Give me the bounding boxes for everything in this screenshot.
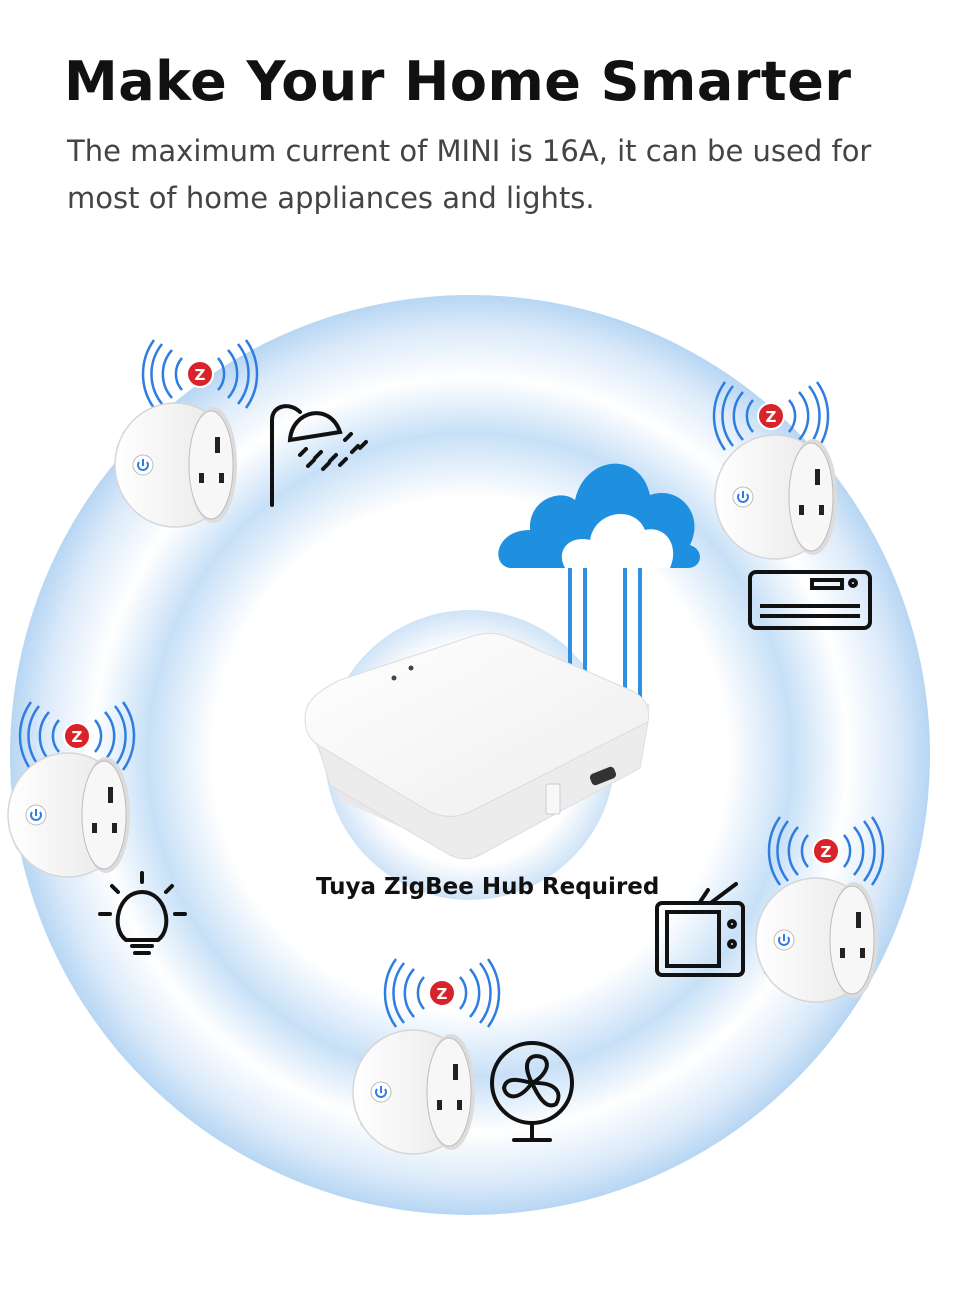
- subtitle-line-1: The maximum current of MINI is 16A, it c…: [67, 134, 872, 168]
- plug-tv: Z: [755, 815, 885, 1003]
- zigbee-badge: Z: [766, 408, 777, 426]
- zigbee-badge: Z: [195, 366, 206, 384]
- plug-light: Z: [7, 700, 136, 878]
- page-subtitle: The maximum current of MINI is 16A, it c…: [67, 128, 872, 222]
- zigbee-hub: [304, 632, 650, 860]
- air-conditioner-icon: [748, 570, 872, 630]
- page-title: Make Your Home Smarter: [64, 50, 852, 113]
- zigbee-badge: Z: [437, 985, 448, 1003]
- plug-air-conditioner: Z: [712, 380, 838, 560]
- cloud-icon: [498, 463, 700, 700]
- hub-requirement-label: Tuya ZigBee Hub Required: [316, 874, 660, 900]
- zigbee-badge: Z: [821, 843, 832, 861]
- shower-icon: [270, 404, 368, 507]
- tv-icon: [655, 882, 745, 977]
- plug-shower: Z: [114, 338, 259, 528]
- light-bulb-icon: [98, 871, 187, 955]
- zigbee-badge: Z: [72, 728, 83, 746]
- plug-fan: Z: [352, 957, 501, 1155]
- ecosystem-illustration: Z Z Z Z Z: [7, 295, 930, 1215]
- subtitle-line-2: most of home appliances and lights.: [67, 181, 595, 215]
- fan-icon: [490, 1041, 574, 1142]
